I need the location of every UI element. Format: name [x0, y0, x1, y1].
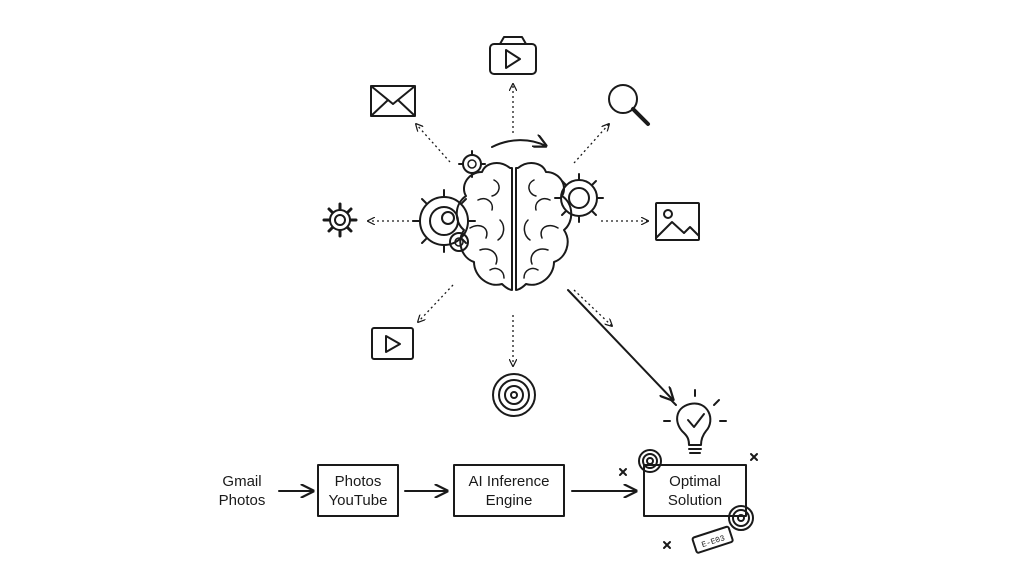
curved-arrow — [491, 140, 546, 148]
camera-icon — [489, 36, 537, 75]
lightbulb-icon — [663, 389, 727, 454]
box1-label: Photos YouTube — [318, 472, 398, 510]
small-target-icon — [638, 449, 662, 473]
box2-label: AI Inference Engine — [454, 472, 564, 510]
box1-line-2: YouTube — [328, 492, 388, 509]
box3-line-2: Solution — [667, 492, 723, 509]
box1-line-1: Photos — [334, 473, 382, 490]
box3-line-1: Optimal — [669, 473, 721, 490]
box2-line-2: Engine — [485, 492, 533, 509]
solution-arrow — [567, 289, 673, 400]
gear-icon — [322, 202, 358, 238]
sources-label: Gmail Photos — [207, 472, 277, 510]
play-icon — [371, 327, 414, 360]
dotted-connectors — [368, 84, 648, 366]
box2-line-1: AI Inference — [468, 473, 550, 490]
mail-icon — [370, 85, 416, 117]
box-photos-youtube — [317, 464, 399, 517]
image-icon — [655, 202, 700, 241]
cross-marks — [619, 453, 758, 549]
search-icon — [608, 84, 650, 126]
tag-icon: E-E03 — [691, 525, 734, 554]
box3-label: Optimal Solution — [644, 472, 746, 510]
sources-line-1: Gmail — [222, 473, 262, 490]
brain-icon — [412, 150, 604, 291]
sources-line-2: Photos — [218, 492, 266, 509]
box-optimal-solution — [643, 464, 747, 517]
box-ai-inference — [453, 464, 565, 517]
target-icon — [492, 373, 536, 417]
small-target-icon-2 — [728, 505, 754, 531]
